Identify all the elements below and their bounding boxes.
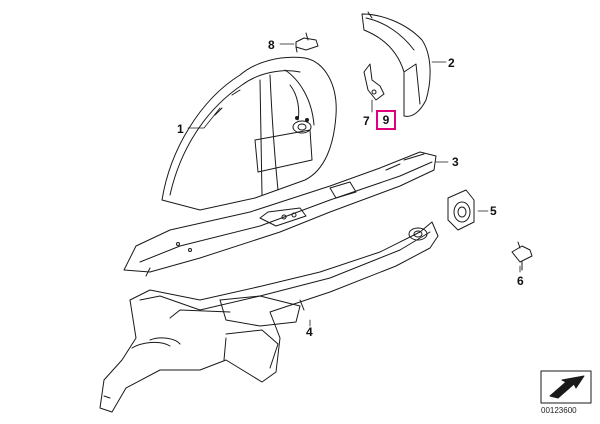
callout-7: 7 — [363, 114, 370, 128]
direction-arrow-icon — [540, 370, 592, 404]
callout-6: 6 — [517, 274, 524, 288]
callout-5: 5 — [490, 204, 497, 218]
part-5-cap — [447, 189, 475, 231]
part-6-clip — [511, 241, 533, 271]
callout-9-highlighted[interactable]: 9 — [376, 110, 396, 130]
drawing-number: 00123600 — [541, 406, 577, 415]
part-4-lower-member — [99, 221, 439, 413]
part-8-bracket — [295, 32, 319, 53]
part-7-clip — [363, 63, 385, 101]
callout-1: 1 — [177, 122, 184, 136]
part-3-upper-rail — [123, 151, 437, 277]
part-2-extension-panel — [361, 11, 431, 117]
callout-2: 2 — [448, 56, 455, 70]
part-1-wheel-arch-panel — [161, 56, 337, 211]
callout-4: 4 — [306, 325, 313, 339]
callout-8: 8 — [268, 38, 275, 52]
leader-lines — [187, 43, 521, 327]
callout-3: 3 — [452, 155, 459, 169]
